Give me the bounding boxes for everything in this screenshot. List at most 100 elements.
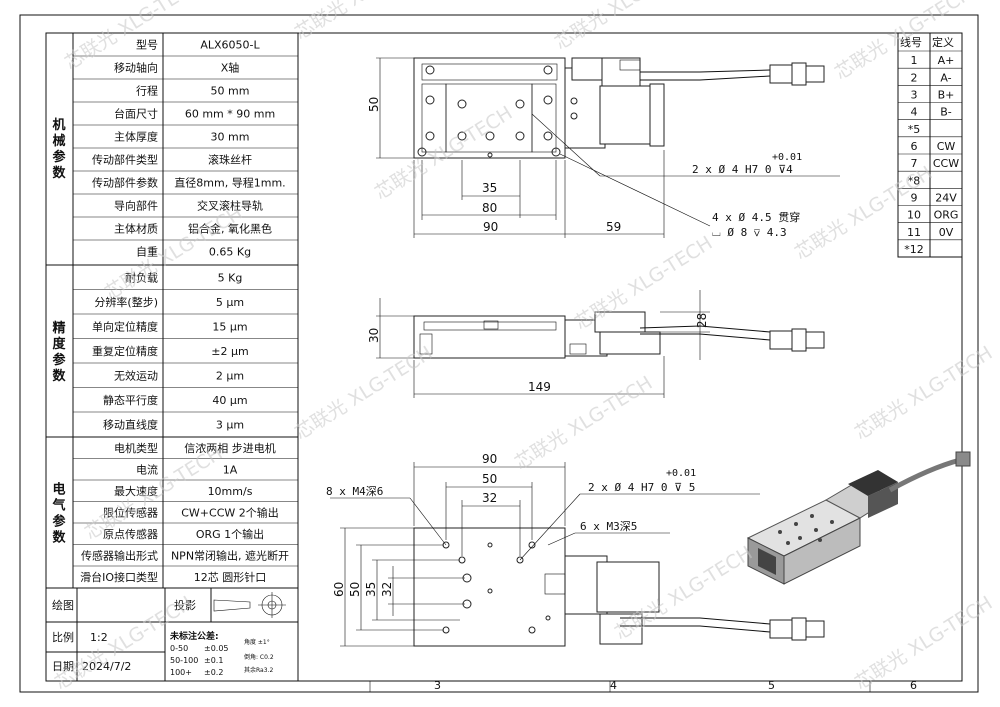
tol-value: ±0.2 — [204, 668, 223, 677]
spec-label: 原点传感器 — [103, 528, 158, 541]
wire-def: 0V — [939, 226, 954, 239]
spec-value: 1A — [223, 463, 238, 476]
section-title: 气 — [52, 497, 65, 513]
wire-no: 6 — [911, 140, 918, 153]
wire-def: A+ — [938, 54, 955, 67]
wire-no: 3 — [911, 89, 918, 102]
spec-value: 信浓两相 步进电机 — [184, 441, 276, 455]
dim-bot-90: 90 — [482, 452, 497, 466]
wire-no: 11 — [907, 226, 921, 239]
spec-label: 移动直线度 — [103, 417, 158, 431]
projection-symbol — [213, 592, 286, 618]
dim-top-35: 35 — [482, 181, 497, 195]
spec-value: 30 mm — [211, 131, 250, 144]
wire-no: *5 — [908, 123, 921, 136]
top-view: 50 35 80 90 59 2 x Ø 4 H7 0 ⊽4 +0.01 4 x… — [367, 57, 840, 239]
spec-table: 绘图 投影 比例 1:2 日期 2024/7/2 未标注公差: 0-50±0.0… — [46, 33, 299, 681]
section-title: 度 — [52, 336, 66, 352]
watermark: 芯联光 XLG-TECH — [831, 0, 976, 84]
tolerance-title: 未标注公差: — [169, 630, 219, 642]
wire-no: 7 — [911, 157, 918, 170]
dim-bot-50: 50 — [482, 472, 497, 486]
section-title: 数 — [52, 368, 66, 384]
spec-value: 50 mm — [211, 85, 250, 98]
spec-value: 10mm/s — [208, 485, 253, 498]
wire-def: A- — [940, 71, 951, 84]
callout-bot-m4: 8 x M4深6 — [326, 485, 383, 498]
section-title: 机 — [52, 117, 65, 133]
section-title: 参 — [52, 149, 66, 165]
watermark: 芯联光 XLG-TECH — [291, 0, 436, 44]
spec-value: 0.65 Kg — [209, 246, 251, 259]
spec-value: 5 Kg — [218, 271, 243, 284]
spec-value: NPN常闭输出, 遮光断开 — [171, 548, 289, 562]
spec-label: 传动部件参数 — [92, 176, 158, 190]
dim-bot-35: 35 — [364, 582, 378, 597]
dim-bot-32v: 32 — [380, 582, 394, 597]
wire-def: CW — [937, 140, 956, 153]
spec-label: 滑台IO接口类型 — [80, 570, 158, 584]
border-col-5: 5 — [768, 679, 775, 692]
callout-pin: 2 x Ø 4 H7 0 ⊽4 — [692, 163, 793, 176]
date-label: 日期 — [52, 660, 74, 673]
spec-label: 无效运动 — [114, 368, 158, 382]
wire-no: 4 — [911, 106, 918, 119]
watermark: 芯联光 XLG-TECH — [551, 0, 696, 54]
wire-def: CCW — [933, 157, 959, 170]
wire-no: 10 — [907, 209, 921, 222]
tol-value: ±0.05 — [204, 644, 229, 653]
section-title: 参 — [52, 352, 66, 368]
wire-def: B- — [940, 106, 952, 119]
spec-label: 主体厚度 — [114, 130, 158, 144]
scale-label: 比例 — [52, 630, 74, 644]
spec-label: 型号 — [136, 38, 158, 52]
section-title: 电 — [52, 481, 65, 497]
drawing-border — [19, 14, 979, 693]
wire-no: 1 — [911, 54, 918, 67]
spec-label: 台面尺寸 — [114, 107, 158, 121]
spec-value: 5 μm — [216, 296, 244, 309]
section-title: 械 — [52, 133, 65, 149]
callout-hole-1: 4 x Ø 4.5 贯穿 — [712, 210, 800, 224]
wire-no: 2 — [911, 71, 918, 84]
spec-label: 电机类型 — [114, 441, 158, 455]
dim-side-149: 149 — [528, 380, 551, 394]
tol-value: ±0.1 — [204, 656, 223, 665]
dim-top-59: 59 — [606, 220, 621, 234]
wire-no: *12 — [904, 243, 924, 256]
dim-top-90: 90 — [483, 220, 498, 234]
spec-label: 导向部件 — [114, 199, 158, 213]
dim-side-30: 30 — [367, 328, 381, 343]
spec-value: 2 μm — [216, 369, 244, 382]
spec-label: 单向定位精度 — [92, 319, 158, 333]
spec-label: 电流 — [136, 462, 158, 476]
drawing-label: 绘图 — [52, 598, 74, 612]
section-title: 数 — [52, 529, 66, 545]
border-col-3: 3 — [434, 679, 441, 692]
angle-tol: 角度 ±1° — [244, 638, 270, 646]
callout-bot-pin-tol: +0.01 — [666, 468, 696, 479]
wire-no: *8 — [908, 174, 921, 187]
tol-range: 0-50 — [170, 644, 188, 653]
spec-value: X轴 — [221, 61, 240, 75]
spec-label: 行程 — [136, 85, 158, 98]
section-title: 参 — [52, 513, 66, 529]
scale-value: 1:2 — [90, 631, 108, 644]
spec-value: ±2 μm — [211, 345, 248, 358]
callout-hole-2: ⌴ Ø 8 ⊽ 4.3 — [712, 226, 787, 239]
callout-bot-pin: 2 x Ø 4 H7 0 ⊽ 5 — [588, 481, 695, 494]
callout-bot-m3: 6 x M3深5 — [580, 520, 637, 533]
section-title: 数 — [52, 165, 66, 181]
spec-value: CW+CCW 2个输出 — [181, 505, 279, 519]
spec-value: 15 μm — [212, 320, 247, 333]
bottom-view: 90 50 32 60 50 35 32 8 x M4深6 2 x Ø 4 H7… — [326, 452, 825, 647]
spec-value: 60 mm * 90 mm — [185, 108, 275, 121]
spec-label: 自重 — [136, 245, 158, 259]
spec-label: 主体材质 — [114, 222, 158, 236]
spec-value: ALX6050-L — [200, 39, 260, 52]
spec-value: 直径8mm, 导程1mm. — [174, 176, 285, 190]
wire-no: 9 — [911, 192, 918, 205]
spec-label: 最大速度 — [114, 484, 158, 498]
spec-value: 12芯 圆形针口 — [194, 570, 267, 584]
